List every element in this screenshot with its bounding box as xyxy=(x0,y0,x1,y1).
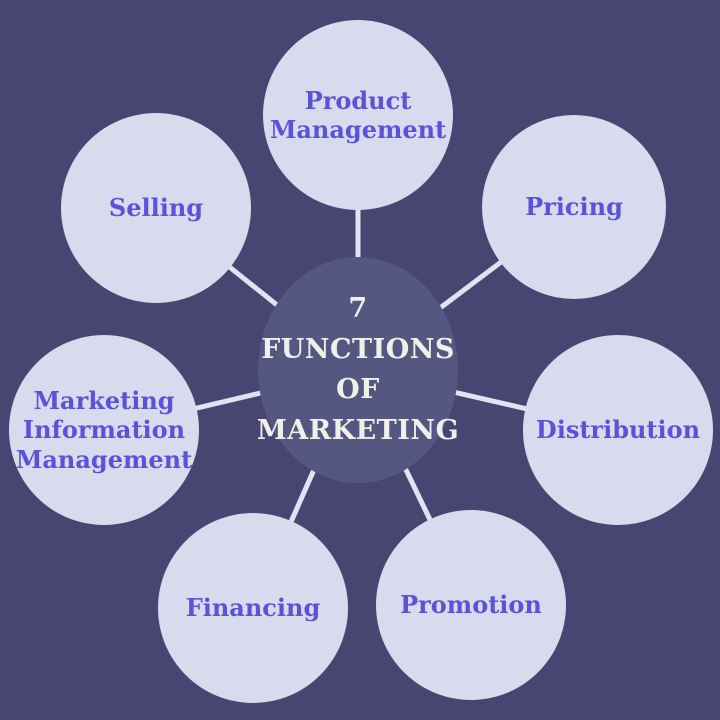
node-pricing: Pricing xyxy=(482,115,666,299)
center-node: 7 FUNCTIONS OF MARKETING xyxy=(256,257,460,483)
node-product-management-label: Product Management xyxy=(269,85,447,144)
node-distribution: Distribution xyxy=(523,335,713,525)
node-selling-label: Selling xyxy=(108,193,204,223)
diagram-title: 7 FUNCTIONS OF MARKETING xyxy=(256,293,460,446)
node-financing-label: Financing xyxy=(185,593,321,623)
node-marketing-information-management: Marketing Information Management xyxy=(9,335,199,525)
node-marketing-information-management-label: Marketing Information Management xyxy=(15,386,193,474)
node-selling: Selling xyxy=(61,113,251,303)
node-financing: Financing xyxy=(158,513,348,703)
node-promotion: Promotion xyxy=(376,510,566,700)
node-promotion-label: Promotion xyxy=(400,590,542,620)
node-distribution-label: Distribution xyxy=(535,415,701,445)
node-product-management: Product Management xyxy=(263,20,453,210)
node-pricing-label: Pricing xyxy=(525,192,623,222)
